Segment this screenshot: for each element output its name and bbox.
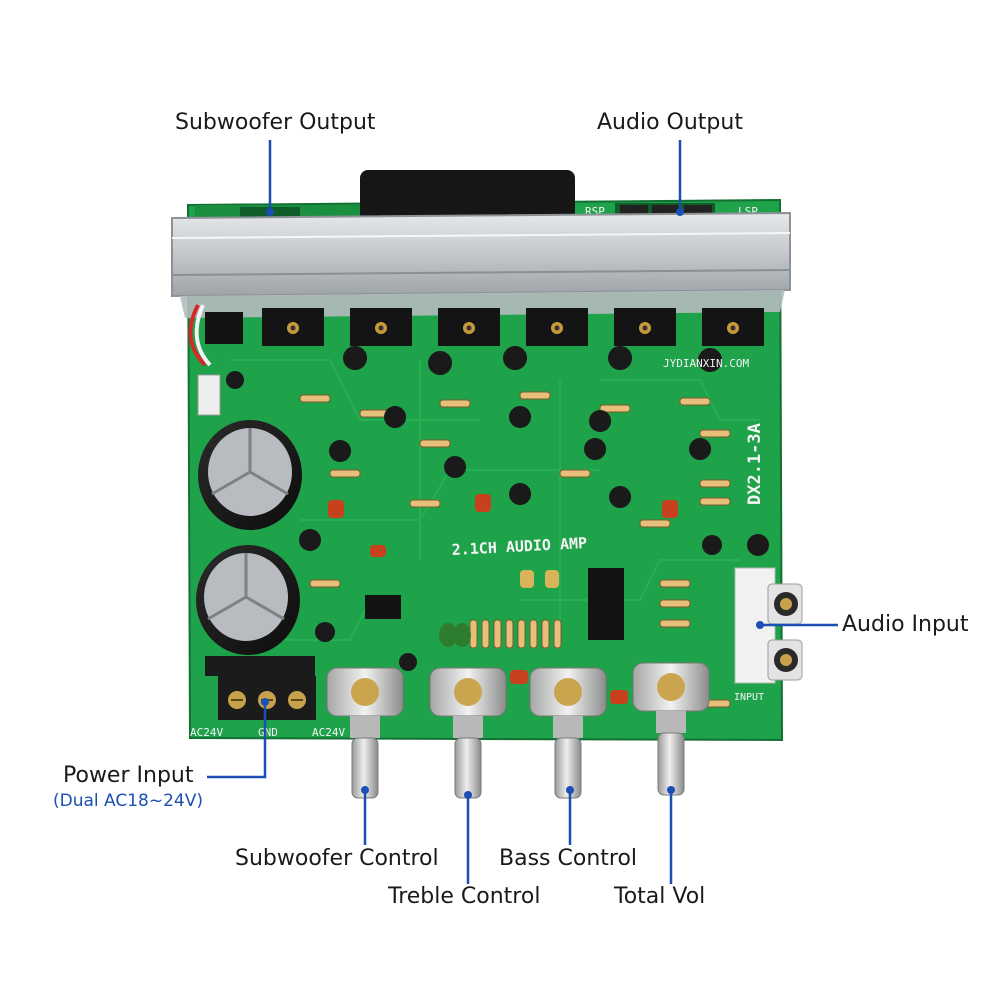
website-silkscreen: JYDIANXIN.COM xyxy=(663,357,749,370)
bass-control-label: Bass Control xyxy=(499,846,638,871)
leader-lines xyxy=(207,140,838,884)
audio-output-label: Audio Output xyxy=(597,110,743,135)
heatsink xyxy=(171,211,791,318)
gnd-silkscreen: GND xyxy=(258,726,278,739)
treble-potentiometer xyxy=(429,667,507,799)
total-volume-potentiometer xyxy=(632,662,710,796)
power-input-note: (Dual AC18~24V) xyxy=(53,791,204,811)
small-components xyxy=(226,346,769,708)
treble-control-label: Treble Control xyxy=(388,884,541,909)
filter-capacitor-bottom xyxy=(196,545,300,655)
fan-connector xyxy=(197,374,221,416)
subwoofer-control-label: Subwoofer Control xyxy=(235,846,439,871)
power-input-terminal xyxy=(205,656,316,720)
model-silkscreen: DX2.1-3A xyxy=(745,423,765,505)
input-silkscreen: INPUT xyxy=(734,692,764,703)
subwoofer-potentiometer xyxy=(326,667,404,799)
ac24v-left-silkscreen: AC24V xyxy=(190,726,223,739)
power-transistors xyxy=(205,308,764,346)
bass-potentiometer xyxy=(529,667,607,799)
power-input-label: Power Input xyxy=(63,763,194,788)
audio-input-label: Audio Input xyxy=(842,612,969,637)
ac24v-right-silkscreen: AC24V xyxy=(312,726,345,739)
filter-capacitor-top xyxy=(198,420,302,530)
total-vol-label: Total Vol xyxy=(614,884,706,909)
subwoofer-output-label: Subwoofer Output xyxy=(175,110,376,135)
